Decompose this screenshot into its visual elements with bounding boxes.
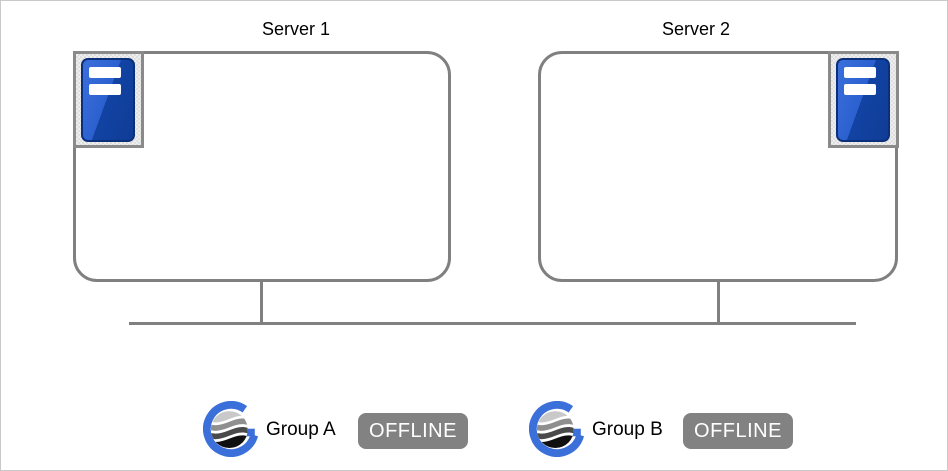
server2-network-drop-line: [717, 280, 720, 325]
server1-icon-frame[interactable]: [73, 51, 144, 148]
server2-icon-frame[interactable]: [828, 51, 899, 148]
server-led-bar: [89, 67, 121, 79]
group-a-row: Group A OFFLINE: [203, 401, 473, 459]
server-tower-icon: [836, 58, 890, 142]
group-a-label: Group A: [266, 419, 336, 440]
server1-network-drop-line: [260, 280, 263, 325]
server-led-bar: [844, 67, 876, 79]
server-led-bar: [89, 84, 121, 96]
group-globe-icon[interactable]: [203, 401, 259, 457]
server-led-bar: [844, 84, 876, 96]
group-a-status-badge[interactable]: OFFLINE: [358, 413, 468, 449]
network-bus-line: [129, 322, 856, 325]
group-b-status-badge[interactable]: OFFLINE: [683, 413, 793, 449]
group-globe-icon[interactable]: [529, 401, 585, 457]
server1-title: Server 1: [261, 19, 331, 39]
group-b-row: Group B OFFLINE: [529, 401, 799, 459]
server2-title: Server 2: [661, 19, 731, 39]
server-tower-icon: [81, 58, 135, 142]
group-b-label: Group B: [592, 419, 663, 440]
